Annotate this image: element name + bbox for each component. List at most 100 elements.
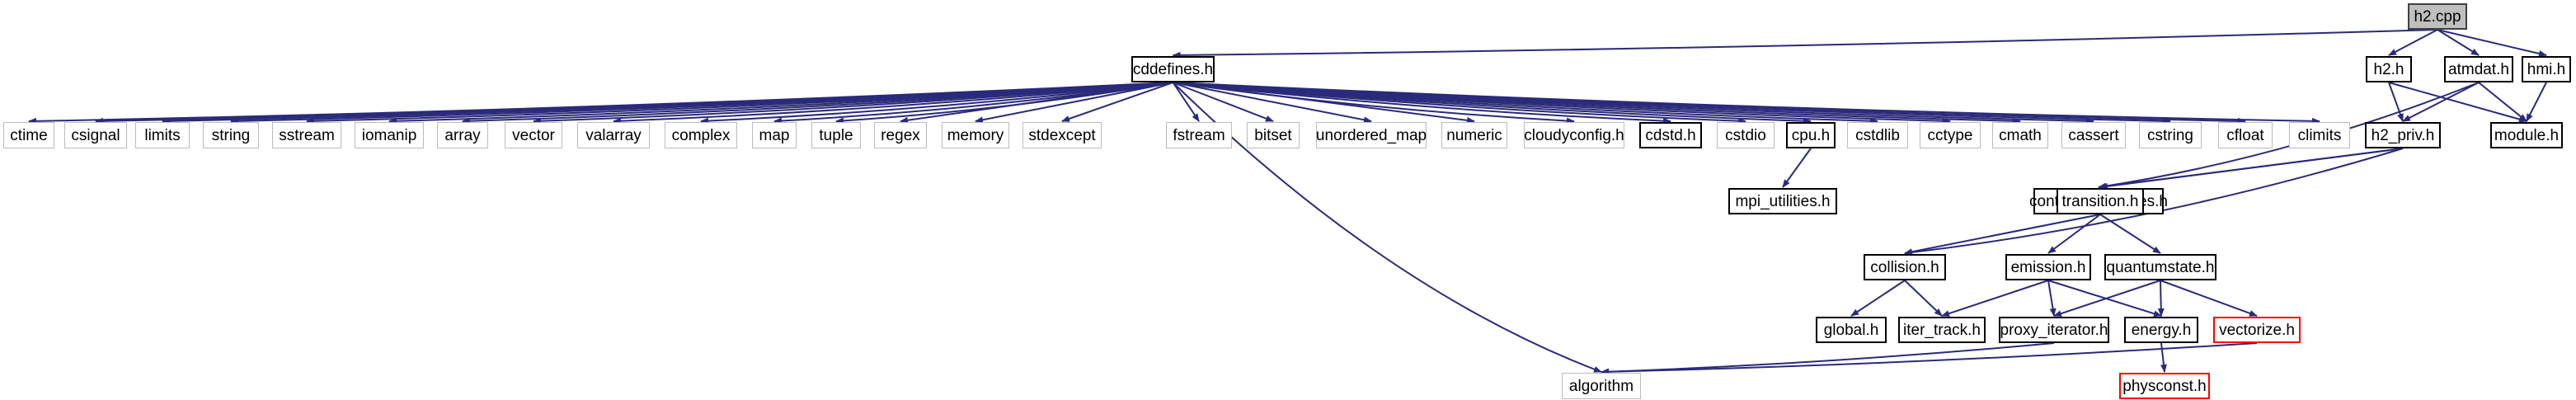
graph-node-label: transition.h	[2061, 192, 2139, 210]
graph-edge-transition-to-collision	[1904, 214, 2101, 256]
graph-node-limits[interactable]: limits	[135, 122, 190, 148]
graph-node-fstream[interactable]: fstream	[1166, 122, 1232, 148]
graph-edge-cddefines-to-stdexcept	[1061, 82, 1173, 122]
graph-node-energy[interactable]: energy.h	[2124, 317, 2198, 343]
graph-node-cstring[interactable]: cstring	[2139, 122, 2202, 148]
graph-node-label: numeric	[1446, 126, 1502, 144]
graph-node-label: quantumstate.h	[2106, 258, 2215, 276]
graph-node-label: cdstd.h	[1645, 126, 1696, 144]
graph-node-label: iomanip	[361, 126, 417, 144]
graph-edge-cddefines-to-cloudyconfig	[1173, 82, 1575, 125]
graph-node-label: collision.h	[1870, 258, 1939, 276]
graph-node-label: cassert	[2068, 126, 2119, 144]
graph-node-label: climits	[2297, 126, 2342, 144]
graph-node-cdstd[interactable]: cdstd.h	[1639, 122, 1702, 148]
graph-node-label: unordered_map	[1315, 126, 1427, 144]
graph-node-numeric[interactable]: numeric	[1441, 122, 1507, 148]
graph-node-label: algorithm	[1568, 377, 1634, 395]
graph-node-emission[interactable]: emission.h	[2005, 254, 2091, 280]
graph-node-cassert[interactable]: cassert	[2061, 122, 2126, 148]
graph-node-h2cpp[interactable]: h2.cpp	[2408, 3, 2467, 30]
graph-edge-emission-to-proxy_iterator	[2047, 280, 2057, 317]
graph-node-label: iter_track.h	[1903, 321, 1981, 339]
graph-node-label: cstdio	[1725, 126, 1766, 144]
graph-node-climits[interactable]: climits	[2289, 122, 2350, 148]
graph-node-label: module.h	[2494, 126, 2560, 144]
graph-node-hmi[interactable]: hmi.h	[2522, 56, 2571, 82]
graph-node-label: cfloat	[2226, 126, 2264, 144]
graph-node-proxy_iterator[interactable]: proxy_iterator.h	[1999, 317, 2109, 343]
graph-node-sstream[interactable]: sstream	[272, 122, 341, 148]
graph-node-string[interactable]: string	[203, 122, 259, 148]
graph-node-label: limits	[144, 126, 181, 144]
graph-node-label: bitset	[1254, 126, 1292, 144]
graph-node-algorithm[interactable]: algorithm	[1562, 373, 1641, 399]
graph-node-iomanip[interactable]: iomanip	[355, 122, 424, 148]
graph-node-label: proxy_iterator.h	[2000, 321, 2108, 339]
graph-edge-emission-to-iter_track	[1941, 280, 2049, 317]
graph-edge-h2cpp-to-cddefines	[1172, 29, 2438, 59]
graph-node-bitset[interactable]: bitset	[1247, 122, 1300, 148]
graph-node-label: hmi.h	[2527, 60, 2566, 78]
graph-edge-cddefines-to-valarray	[613, 82, 1173, 125]
graph-node-unordered_map[interactable]: unordered_map	[1316, 122, 1427, 148]
graph-node-stdexcept[interactable]: stdexcept	[1022, 122, 1102, 148]
graph-node-label: atmdat.h	[2448, 60, 2509, 78]
graph-node-mpi_utilities[interactable]: mpi_utilities.h	[1728, 188, 1837, 214]
graph-node-regex[interactable]: regex	[874, 122, 927, 148]
graph-node-array[interactable]: array	[437, 122, 488, 148]
graph-node-label: fstream	[1173, 126, 1225, 144]
graph-node-cfloat[interactable]: cfloat	[2218, 122, 2273, 148]
graph-node-tuple[interactable]: tuple	[811, 122, 861, 148]
graph-node-transition[interactable]: transition.h	[2057, 188, 2144, 214]
graph-edge-collision-to-global	[1850, 280, 1906, 317]
graph-edge-atmdat-to-module	[2478, 82, 2527, 122]
graph-edge-transition-to-quantumstate	[2099, 214, 2161, 254]
graph-node-ctime[interactable]: ctime	[3, 122, 54, 148]
graph-node-label: tuple	[819, 126, 853, 144]
graph-node-iter_track[interactable]: iter_track.h	[1898, 317, 1986, 343]
graph-edge-h2h-to-module	[2388, 82, 2527, 123]
graph-node-label: h2_priv.h	[2371, 126, 2435, 144]
graph-node-label: cddefines.h	[1132, 60, 1214, 78]
graph-node-collision[interactable]: collision.h	[1864, 254, 1946, 280]
graph-node-complex[interactable]: complex	[665, 122, 737, 148]
graph-node-cloudyconfig[interactable]: cloudyconfig.h	[1524, 122, 1624, 148]
graph-node-atmdat[interactable]: atmdat.h	[2444, 56, 2513, 82]
graph-node-cstdlib[interactable]: cstdlib	[1847, 122, 1908, 148]
graph-node-csignal[interactable]: csignal	[64, 122, 127, 148]
graph-edge-hmi-to-module	[2526, 82, 2547, 122]
graph-node-global[interactable]: global.h	[1816, 317, 1887, 343]
graph-node-label: memory	[947, 126, 1004, 144]
graph-edge-h2priv-to-transition	[2099, 148, 2404, 190]
graph-node-cpu[interactable]: cpu.h	[1786, 122, 1836, 148]
graph-node-memory[interactable]: memory	[942, 122, 1009, 148]
graph-node-physconst[interactable]: physconst.h	[2119, 373, 2210, 399]
graph-node-cmath[interactable]: cmath	[1992, 122, 2048, 148]
graph-node-h2priv[interactable]: h2_priv.h	[2365, 122, 2441, 148]
graph-node-cstdio[interactable]: cstdio	[1717, 122, 1775, 148]
graph-node-label: h2.h	[2373, 60, 2404, 78]
graph-node-label: csignal	[71, 126, 120, 144]
graph-edge-proxy_iterator-to-algorithm	[1601, 342, 2055, 375]
graph-node-cctype[interactable]: cctype	[1920, 122, 1981, 148]
graph-edge-quantumstate-to-proxy_iterator	[2053, 280, 2161, 317]
graph-edge-h2h-to-h2priv	[2388, 82, 2404, 122]
graph-edge-cddefines-to-regex	[900, 82, 1173, 124]
graph-node-vectorize[interactable]: vectorize.h	[2213, 317, 2301, 343]
graph-node-module[interactable]: module.h	[2490, 122, 2563, 148]
graph-node-label: emission.h	[2010, 258, 2086, 276]
graph-node-quantumstate[interactable]: quantumstate.h	[2104, 254, 2216, 280]
graph-edge-quantumstate-to-energy	[2157, 280, 2165, 317]
graph-edge-h2cpp-to-atmdat	[2437, 29, 2480, 56]
graph-node-cddefines[interactable]: cddefines.h	[1131, 56, 1215, 82]
graph-node-label: cmath	[1999, 126, 2042, 144]
graph-node-valarray[interactable]: valarray	[577, 122, 650, 148]
graph-node-label: mpi_utilities.h	[1735, 192, 1831, 210]
graph-edge-cddefines-to-complex	[700, 82, 1173, 125]
graph-edge-cddefines-to-climits	[1173, 82, 2320, 125]
graph-node-map[interactable]: map	[752, 122, 797, 148]
graph-node-h2h[interactable]: h2.h	[2366, 56, 2412, 82]
graph-node-vector[interactable]: vector	[505, 122, 562, 148]
